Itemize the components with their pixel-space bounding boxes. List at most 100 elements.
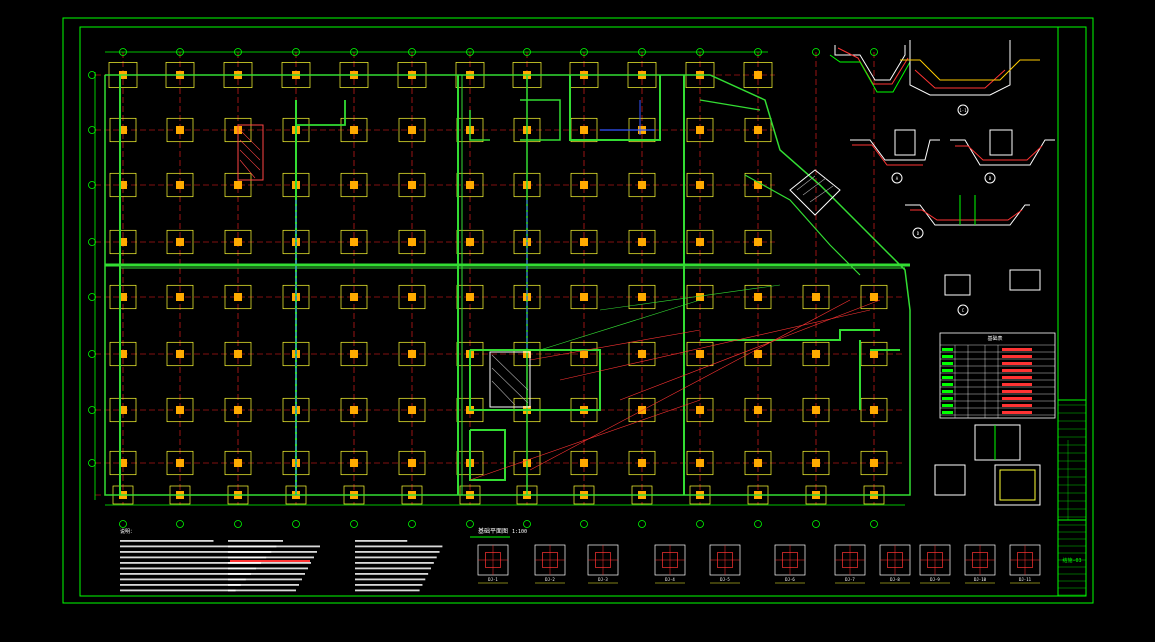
leader-line bbox=[539, 299, 701, 351]
axis-bubble-left bbox=[88, 71, 96, 79]
column bbox=[408, 293, 416, 301]
note-line-red bbox=[230, 560, 310, 562]
footing bbox=[686, 117, 714, 143]
footing bbox=[686, 172, 714, 198]
column bbox=[350, 126, 358, 134]
footing bbox=[570, 284, 598, 310]
title-block: 结施-03 bbox=[1057, 26, 1087, 597]
axis-bubble-left bbox=[88, 181, 96, 189]
beam-line bbox=[469, 429, 506, 481]
schedule-cell-text bbox=[1002, 383, 1032, 386]
footing bbox=[340, 117, 368, 143]
column bbox=[870, 293, 878, 301]
footing bbox=[166, 117, 194, 143]
schedule-cell-text bbox=[942, 383, 953, 386]
general-notes: 说明： bbox=[120, 528, 443, 592]
note-line bbox=[228, 573, 305, 575]
section-label: DJ-7 bbox=[845, 577, 855, 582]
footing bbox=[744, 284, 772, 310]
footing bbox=[340, 397, 368, 423]
leader-line bbox=[529, 299, 851, 471]
schedule-cell-text bbox=[1002, 390, 1032, 393]
column bbox=[580, 293, 588, 301]
column bbox=[408, 459, 416, 467]
beam-line bbox=[744, 174, 861, 276]
footing bbox=[744, 450, 772, 476]
axis-bubble-bottom bbox=[870, 520, 878, 528]
footing bbox=[686, 450, 714, 476]
axis-bubble-left bbox=[88, 350, 96, 358]
note-line bbox=[120, 540, 214, 542]
column bbox=[350, 406, 358, 414]
axis-bubble-bottom bbox=[523, 520, 531, 528]
schedule-cell-text bbox=[942, 355, 953, 358]
beam-line bbox=[469, 110, 490, 141]
schedule-cell-text bbox=[1002, 369, 1032, 372]
footing bbox=[166, 284, 194, 310]
leader-line bbox=[469, 399, 701, 481]
column bbox=[176, 293, 184, 301]
footing bbox=[340, 450, 368, 476]
note-line bbox=[355, 573, 429, 575]
footing bbox=[224, 229, 252, 255]
footing bbox=[570, 341, 598, 367]
footing bbox=[744, 117, 772, 143]
grid-axis-lines bbox=[95, 52, 905, 505]
foundation-beams bbox=[104, 74, 911, 496]
note-line bbox=[355, 540, 408, 542]
column bbox=[580, 181, 588, 189]
note-line bbox=[228, 556, 314, 559]
column bbox=[466, 181, 474, 189]
column bbox=[580, 238, 588, 246]
note-line bbox=[228, 551, 317, 553]
note-line bbox=[228, 545, 320, 548]
section-label: DJ-11 bbox=[1019, 577, 1032, 582]
axis-bubble-bottom bbox=[466, 520, 474, 528]
footing bbox=[802, 450, 830, 476]
footing bbox=[628, 172, 656, 198]
footing bbox=[166, 229, 194, 255]
schedule-cell-text bbox=[942, 397, 953, 400]
footing bbox=[802, 397, 830, 423]
schedule-cell-text bbox=[942, 390, 953, 393]
footing bbox=[398, 284, 426, 310]
column bbox=[350, 459, 358, 467]
column bbox=[234, 406, 242, 414]
axis-bubble-bottom bbox=[696, 520, 704, 528]
section-label: DJ-2 bbox=[545, 577, 555, 582]
column bbox=[408, 238, 416, 246]
footing bbox=[340, 341, 368, 367]
note-line bbox=[355, 578, 426, 581]
footing bbox=[109, 450, 137, 476]
column bbox=[696, 350, 704, 358]
column bbox=[754, 181, 762, 189]
schedule-cell-text bbox=[1002, 376, 1032, 379]
schedule-cell-text bbox=[942, 362, 953, 365]
footing bbox=[398, 229, 426, 255]
column bbox=[638, 459, 646, 467]
column bbox=[350, 293, 358, 301]
footing bbox=[340, 172, 368, 198]
column bbox=[812, 350, 820, 358]
detail-label-c: C bbox=[962, 308, 965, 313]
note-line bbox=[355, 556, 437, 559]
note-line bbox=[228, 578, 302, 581]
axis-bubble-bottom bbox=[176, 520, 184, 528]
footing bbox=[224, 284, 252, 310]
column bbox=[466, 238, 474, 246]
column bbox=[234, 350, 242, 358]
leader-line bbox=[619, 299, 881, 401]
footing bbox=[628, 284, 656, 310]
dimension-lines bbox=[94, 51, 905, 506]
detail-label-a: A bbox=[896, 176, 899, 181]
column bbox=[638, 181, 646, 189]
section-label: DJ-1 bbox=[488, 577, 498, 582]
column bbox=[408, 406, 416, 414]
plan-scale: 1:100 bbox=[512, 529, 527, 535]
detail-label-d: D bbox=[917, 231, 920, 236]
axis-bubble-top bbox=[812, 48, 820, 56]
footing bbox=[744, 397, 772, 423]
schedule-cell-text bbox=[942, 348, 953, 351]
column bbox=[696, 406, 704, 414]
